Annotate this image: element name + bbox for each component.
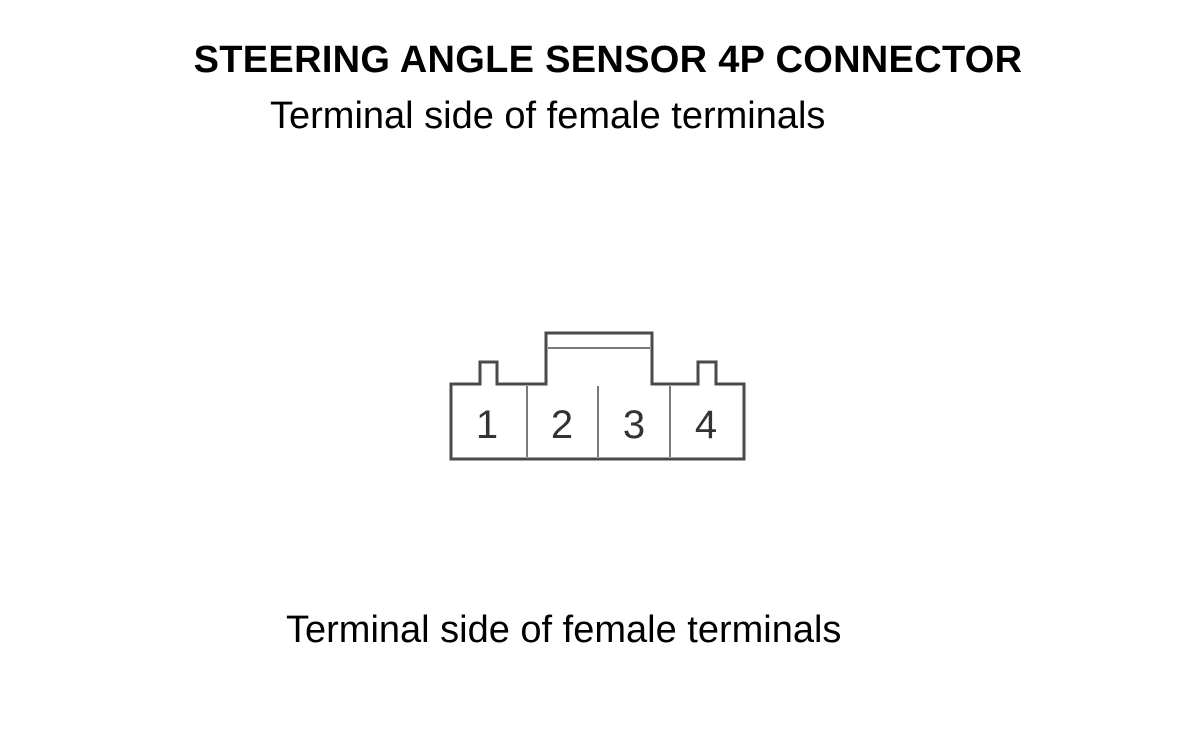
connector-body xyxy=(449,331,746,461)
subtitle-bottom: Terminal side of female terminals xyxy=(286,609,842,651)
diagram-title: STEERING ANGLE SENSOR 4P CONNECTOR xyxy=(193,39,1023,81)
pin-label-1: 1 xyxy=(476,403,498,447)
subtitle-top: Terminal side of female terminals xyxy=(270,95,826,137)
pin-label-4: 4 xyxy=(695,403,717,447)
pin-label-2: 2 xyxy=(551,403,573,447)
pin-label-3: 3 xyxy=(623,403,645,447)
